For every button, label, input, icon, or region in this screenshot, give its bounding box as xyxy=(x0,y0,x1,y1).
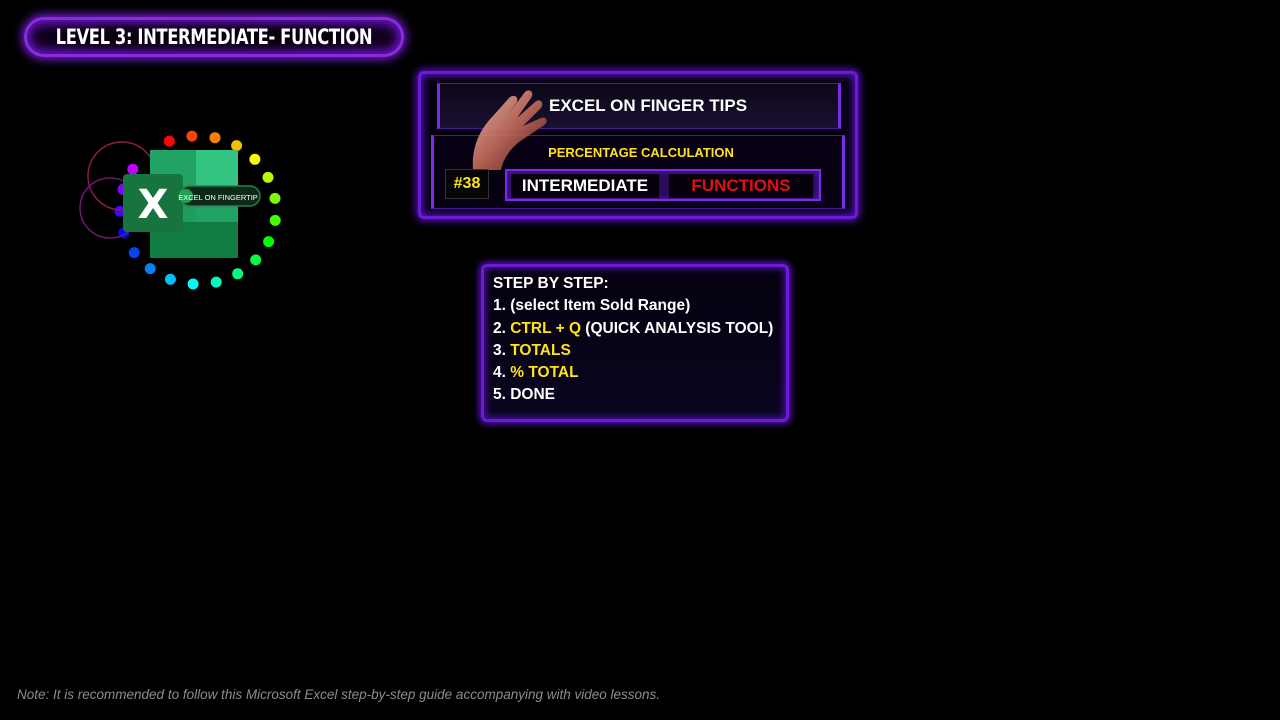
level-title: LEVEL 3: INTERMEDIATE- FUNCTION xyxy=(55,25,373,49)
logo-dot xyxy=(249,153,261,165)
logo-dot xyxy=(114,205,126,217)
banner-subtitle: PERCENTAGE CALCULATION xyxy=(548,145,734,160)
steps-heading: STEP BY STEP: xyxy=(493,275,609,292)
logo-dot xyxy=(187,278,199,290)
logo-dot xyxy=(128,247,140,259)
banner-title: EXCEL ON FINGER TIPS xyxy=(549,96,748,115)
logo-dot xyxy=(144,263,156,275)
level-tag: INTERMEDIATE xyxy=(511,174,659,198)
excel-logo: X EXCEL ON FINGERTIP xyxy=(70,118,282,302)
logo-dot xyxy=(250,254,262,266)
logo-dot xyxy=(209,132,221,144)
logo-dot xyxy=(269,214,281,226)
excel-logo-icon: X EXCEL ON FINGERTIP xyxy=(79,130,281,290)
logo-dot xyxy=(186,130,198,142)
step-item: 3. TOTALS xyxy=(493,341,571,359)
title-banner: EXCEL ON FINGER TIPS PERCENTAGE CALCULAT… xyxy=(418,71,858,219)
logo-dot xyxy=(269,192,281,204)
hand-icon xyxy=(472,90,547,170)
excel-logo-caption: EXCEL ON FINGERTIP xyxy=(178,193,258,202)
step-item: 4. % TOTAL xyxy=(493,364,579,382)
logo-dot xyxy=(127,163,139,175)
footer-note: Note: It is recommended to follow this M… xyxy=(17,687,661,702)
logo-dot xyxy=(210,276,222,288)
logo-dot xyxy=(232,268,244,280)
logo-dot xyxy=(164,273,176,285)
level-title-pill: LEVEL 3: INTERMEDIATE- FUNCTION xyxy=(24,17,404,57)
tag-bar: INTERMEDIATE FUNCTIONS xyxy=(505,169,821,201)
step-item: 2. CTRL + Q (QUICK ANALYSIS TOOL) xyxy=(493,319,774,337)
step-item: 5. DONE xyxy=(493,386,556,404)
logo-dot xyxy=(231,140,243,152)
step-item: 1. (select Item Sold Range) xyxy=(493,297,691,315)
logo-dot xyxy=(163,135,175,147)
category-tag: FUNCTIONS xyxy=(669,174,813,198)
logo-dot xyxy=(263,236,275,248)
episode-number: #38 xyxy=(445,169,489,199)
logo-dot xyxy=(262,171,274,183)
steps-card: STEP BY STEP: 1. (select Item Sold Range… xyxy=(481,264,789,422)
excel-logo-letter: X xyxy=(138,182,169,228)
